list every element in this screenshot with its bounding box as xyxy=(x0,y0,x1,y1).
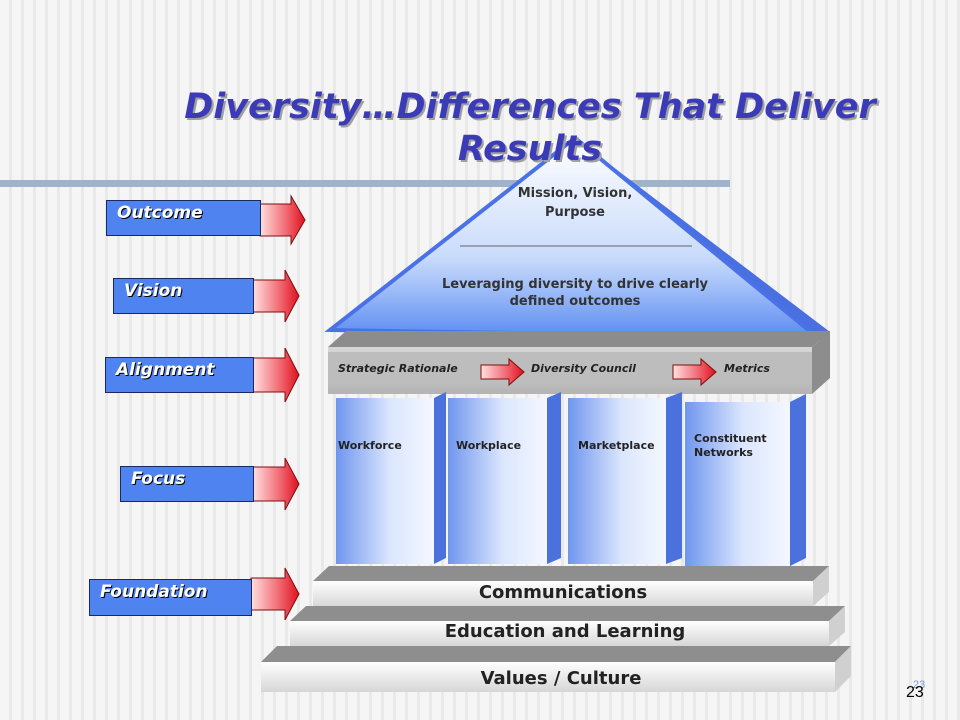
pillar-workforce-text: Workforce xyxy=(338,439,402,452)
step-education xyxy=(290,606,845,646)
label-foundation: Foundation xyxy=(89,579,252,616)
slide-number-ghost: 23 xyxy=(913,679,926,691)
pillar-workforce xyxy=(336,392,446,564)
pillar-marketplace-text: Marketplace xyxy=(578,439,655,452)
label-focus-text: Focus xyxy=(131,469,186,489)
beam-council-text: Diversity Council xyxy=(531,362,636,375)
step-values xyxy=(261,646,851,692)
beam xyxy=(328,331,830,394)
arrow-outcome xyxy=(259,194,306,246)
title-rule xyxy=(0,180,730,187)
side-arrows xyxy=(250,194,306,621)
label-alignment: Alignment xyxy=(105,357,254,393)
label-focus: Focus xyxy=(120,466,254,502)
label-outcome-text: Outcome xyxy=(117,203,203,223)
pillar-workplace xyxy=(448,392,561,564)
arrow-foundation xyxy=(250,567,300,621)
slide-number: 23 xyxy=(906,684,924,701)
beam-metrics-text: Metrics xyxy=(724,362,770,375)
pillar-constituent-text: Constituent Networks xyxy=(694,432,767,459)
step-education-text: Education and Learning xyxy=(444,621,686,642)
label-alignment-text: Alignment xyxy=(116,360,215,380)
roof-leveraging-text: Leveraging diversity to drive clearly de… xyxy=(441,277,709,309)
pillar-marketplace xyxy=(568,392,682,564)
label-outcome: Outcome xyxy=(106,200,261,236)
label-vision: Vision xyxy=(113,278,254,314)
arrow-focus xyxy=(252,457,300,511)
arrow-vision xyxy=(252,269,300,323)
step-values-text: Values / Culture xyxy=(480,668,642,689)
pillar-workplace-text: Workplace xyxy=(456,439,522,452)
arrow-alignment xyxy=(252,347,300,403)
roof-mission-text: Mission, Vision, Purpose xyxy=(517,186,633,220)
label-foundation-text: Foundation xyxy=(100,582,208,602)
step-communications-text: Communications xyxy=(478,582,648,603)
label-vision-text: Vision xyxy=(124,281,183,301)
slide-title: Diversity…Differences That Deliver Resul… xyxy=(184,87,876,169)
step-communications xyxy=(313,566,829,607)
pillars xyxy=(336,392,806,566)
beam-strategic-text: Strategic Rationale xyxy=(338,362,458,375)
pillar-constituent xyxy=(685,394,806,566)
